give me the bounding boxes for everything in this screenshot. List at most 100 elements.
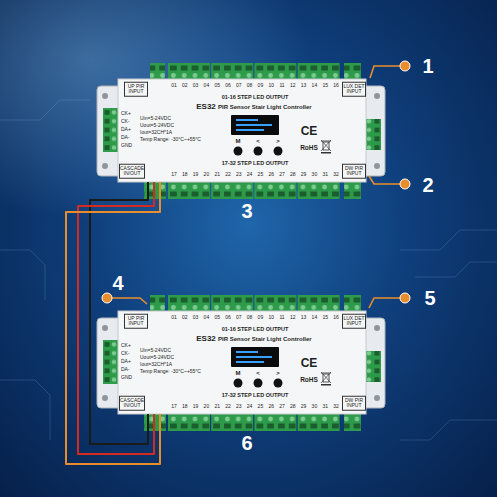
terminal-number: 31 bbox=[322, 172, 328, 178]
cascade-wire bbox=[90, 182, 148, 444]
terminal-number: 30 bbox=[312, 404, 318, 410]
terminal-number: 18 bbox=[182, 172, 188, 178]
terminal-number: 02 bbox=[182, 315, 188, 321]
terminal-number: 19 bbox=[193, 404, 199, 410]
terminal-number: 29 bbox=[301, 172, 307, 178]
pin-label: CK- bbox=[121, 351, 130, 357]
terminal-number: 07 bbox=[236, 315, 242, 321]
port-label: DW PIR INPUT bbox=[342, 396, 366, 411]
terminal-number: 28 bbox=[290, 172, 296, 178]
terminal-number: 01 bbox=[171, 315, 177, 321]
terminal-number: 13 bbox=[301, 315, 307, 321]
product-title: PIR Sensor Stair Light Controller bbox=[218, 336, 312, 343]
cert-mark: RoHS bbox=[300, 376, 318, 383]
callout-number: 4 bbox=[112, 272, 123, 295]
callout-number: 5 bbox=[424, 287, 435, 310]
terminal-number: 11 bbox=[279, 83, 284, 89]
illustration-part bbox=[369, 298, 400, 308]
illustration-part bbox=[400, 420, 497, 440]
terminal-number: 09 bbox=[258, 315, 264, 321]
terminal-number: 26 bbox=[268, 172, 274, 178]
pin-label: CK+ bbox=[121, 343, 131, 349]
callout-number: 3 bbox=[241, 200, 252, 223]
controller-housing bbox=[97, 295, 385, 431]
terminal-number: 20 bbox=[204, 172, 210, 178]
spec-text: Temp Range: -30°C~+55°C bbox=[140, 137, 201, 143]
pin-label: DA+ bbox=[121, 359, 131, 365]
terminal-number: 03 bbox=[193, 315, 199, 321]
button-label: M bbox=[236, 138, 241, 145]
terminal-number: 13 bbox=[301, 83, 307, 89]
port-label: CASCADE IN/OUT bbox=[119, 164, 145, 179]
terminal-number: 22 bbox=[225, 404, 231, 410]
terminal-number: 06 bbox=[225, 315, 231, 321]
cascade-wire bbox=[66, 182, 160, 464]
port-label: LUX DET INPUT bbox=[342, 314, 366, 329]
port-label: DW PIR INPUT bbox=[342, 164, 366, 179]
illustration-part bbox=[400, 293, 410, 303]
terminal-number: 19 bbox=[193, 172, 199, 178]
cert-mark: CE bbox=[301, 357, 318, 371]
terminal-number: 05 bbox=[214, 315, 220, 321]
spec-text: Uout=5-24VDC bbox=[140, 123, 174, 129]
callout-number: 2 bbox=[422, 174, 433, 197]
terminal-number: 11 bbox=[279, 315, 284, 321]
terminal-number: 16 bbox=[333, 315, 339, 321]
terminal-number: 27 bbox=[279, 172, 285, 178]
button-label: > bbox=[276, 370, 280, 377]
button-label: M bbox=[236, 370, 241, 377]
terminal-number: 09 bbox=[258, 83, 264, 89]
terminal-number: 17 bbox=[171, 172, 177, 178]
button-label: < bbox=[256, 138, 260, 145]
terminal-number: 10 bbox=[268, 83, 274, 89]
section-label: 17-32 STEP LED OUTPUT bbox=[222, 160, 289, 166]
cert-mark: RoHS bbox=[300, 144, 318, 151]
port-label: UP PIR INPUT bbox=[124, 314, 148, 329]
section-label: 17-32 STEP LED OUTPUT bbox=[222, 392, 289, 398]
illustration-part bbox=[400, 179, 410, 189]
terminal-number: 26 bbox=[268, 404, 274, 410]
section-label: 01-16 STEP LED OUTPUT bbox=[222, 326, 289, 332]
terminal-number: 28 bbox=[290, 404, 296, 410]
button-label: > bbox=[276, 138, 280, 145]
terminal-number: 21 bbox=[214, 404, 220, 410]
product-title: PIR Sensor Stair Light Controller bbox=[218, 104, 312, 111]
callout-number: 6 bbox=[241, 432, 252, 455]
controller-housing bbox=[97, 63, 385, 199]
terminal-number: 12 bbox=[290, 315, 296, 321]
illustration-part bbox=[400, 61, 410, 71]
terminal-number: 06 bbox=[225, 83, 231, 89]
cascade-wire bbox=[78, 182, 154, 454]
terminal-number: 25 bbox=[258, 172, 264, 178]
terminal-number: 07 bbox=[236, 83, 242, 89]
cert-mark: CE bbox=[301, 125, 318, 139]
terminal-number: 16 bbox=[333, 83, 339, 89]
terminal-number: 25 bbox=[258, 404, 264, 410]
pin-label: GND bbox=[121, 143, 132, 149]
terminal-number: 03 bbox=[193, 83, 199, 89]
terminal-number: 32 bbox=[333, 172, 339, 178]
spec-text: Uin=5-24VDC bbox=[140, 348, 171, 354]
model-name: ES32 bbox=[196, 335, 216, 344]
terminal-number: 15 bbox=[322, 315, 328, 321]
terminal-number: 14 bbox=[312, 83, 318, 89]
terminal-number: 24 bbox=[247, 172, 253, 178]
terminal-number: 08 bbox=[247, 315, 253, 321]
illustration-part bbox=[0, 250, 45, 300]
terminal-number: 04 bbox=[204, 315, 210, 321]
terminal-number: 30 bbox=[312, 172, 318, 178]
spec-text: Temp Range: -30°C~+55°C bbox=[140, 369, 201, 375]
terminal-number: 10 bbox=[268, 315, 274, 321]
pin-label: GND bbox=[121, 375, 132, 381]
terminal-number: 12 bbox=[290, 83, 296, 89]
illustration-part bbox=[415, 262, 497, 277]
illustration-part bbox=[370, 66, 400, 78]
port-label: LUX DET INPUT bbox=[342, 82, 366, 97]
terminal-number: 18 bbox=[182, 404, 188, 410]
terminal-number: 27 bbox=[279, 404, 285, 410]
spec-text: Uout=5-24VDC bbox=[140, 355, 174, 361]
illustration-part bbox=[0, 380, 50, 440]
terminal-number: 31 bbox=[322, 404, 328, 410]
button-label: < bbox=[256, 370, 260, 377]
